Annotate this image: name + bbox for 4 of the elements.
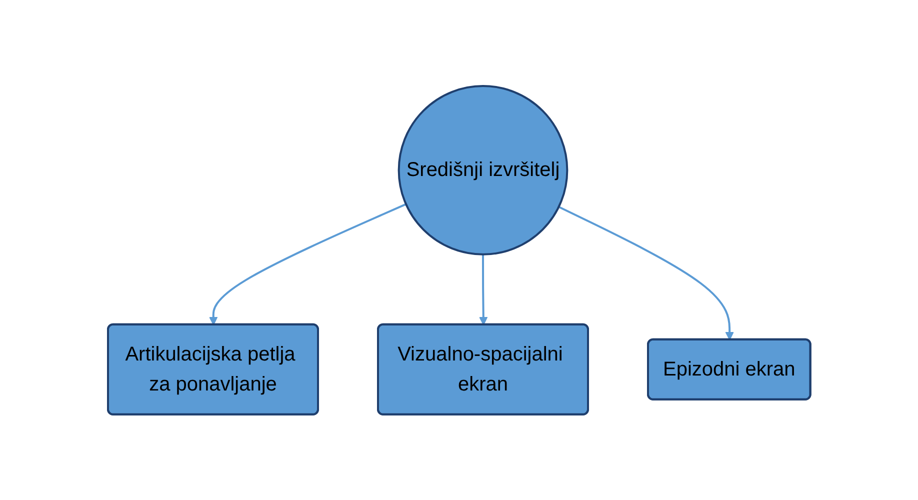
node-circle: Središnji izvršitelj xyxy=(398,84,568,256)
arrow xyxy=(208,203,406,326)
arrow xyxy=(478,254,488,326)
arrow xyxy=(558,206,734,340)
